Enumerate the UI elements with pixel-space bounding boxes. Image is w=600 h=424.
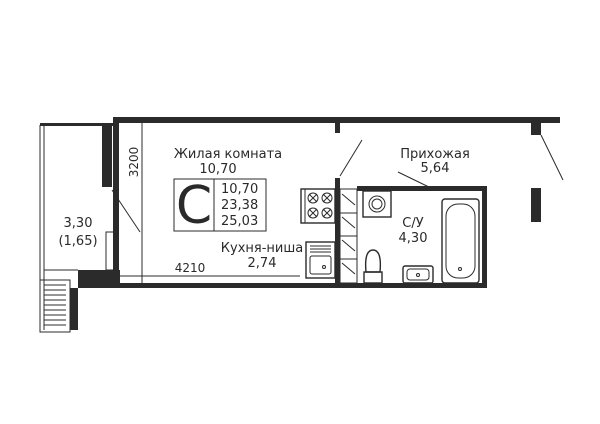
- room-labels: Жилая комната 10,70 Прихожая 5,64: [174, 147, 470, 177]
- balcony-door-leaf: [105, 231, 115, 271]
- wardrobe: [339, 188, 358, 284]
- top-wall-stub: [335, 123, 340, 133]
- balcony-wall-column: [102, 123, 112, 187]
- kitchen-name: Кухня-ниша: [221, 241, 303, 256]
- entrance-door-swing: [540, 134, 564, 181]
- right-wall-fragment: [531, 188, 541, 222]
- right-wall-stub: [531, 123, 541, 135]
- badge-living-area: 10,70: [221, 182, 258, 197]
- living-room-area: 10,70: [199, 162, 236, 177]
- hallway-name: Прихожая: [400, 147, 470, 162]
- dimensions: 3200 4210: [119, 123, 300, 283]
- living-room-door-swing: [339, 139, 363, 177]
- hallway-area: 5,64: [421, 161, 450, 176]
- balcony-base-wall: [70, 270, 120, 330]
- balcony-area-reduced: (1,65): [58, 234, 97, 249]
- badge-total-area: 23,38: [221, 198, 258, 213]
- bathroom-top-wall: [357, 186, 487, 191]
- area-badge: С 10,70 23,38 25,03: [173, 176, 267, 236]
- balcony-area: 3,30: [64, 216, 93, 231]
- bathroom-name: С/У: [402, 216, 423, 231]
- kitchen: Кухня-ниша 2,74: [221, 188, 336, 279]
- balcony-glazing: [39, 279, 71, 333]
- stove-icon: [300, 188, 336, 224]
- area-badge-frame: [173, 178, 267, 232]
- bottom-wall-bath: [345, 283, 487, 288]
- balcony-top-border: [40, 123, 113, 126]
- washbasin-icon: [402, 265, 434, 284]
- left-wall: [113, 117, 119, 287]
- living-room-name: Жилая комната: [174, 147, 282, 162]
- bathroom-area: 4,30: [399, 231, 428, 246]
- apartment-type-letter: С: [176, 176, 212, 236]
- bathroom-door-swing: [397, 171, 434, 190]
- doors: [339, 134, 564, 190]
- bathroom-right-wall: [482, 186, 487, 288]
- bottom-wall: [113, 283, 345, 288]
- kitchen-area: 2,74: [248, 256, 277, 271]
- walls: [40, 117, 560, 330]
- toilet-tank: [363, 271, 383, 284]
- top-wall: [113, 117, 560, 123]
- bathtub-icon: [441, 198, 480, 284]
- horizontal-dimension-label: 4210: [175, 261, 206, 275]
- bathroom: С/У 4,30: [362, 190, 480, 284]
- kitchen-sink-icon: [305, 241, 336, 279]
- balcony: 3,30 (1,65): [39, 125, 141, 333]
- kitchen-bath-partition: [335, 178, 340, 288]
- toilet-icon: [364, 249, 382, 273]
- washing-machine-icon: [362, 190, 392, 218]
- balcony-door-swing: [111, 189, 141, 233]
- badge-total-area-with-balcony: 25,03: [221, 214, 258, 229]
- vertical-dimension-label: 3200: [127, 147, 141, 178]
